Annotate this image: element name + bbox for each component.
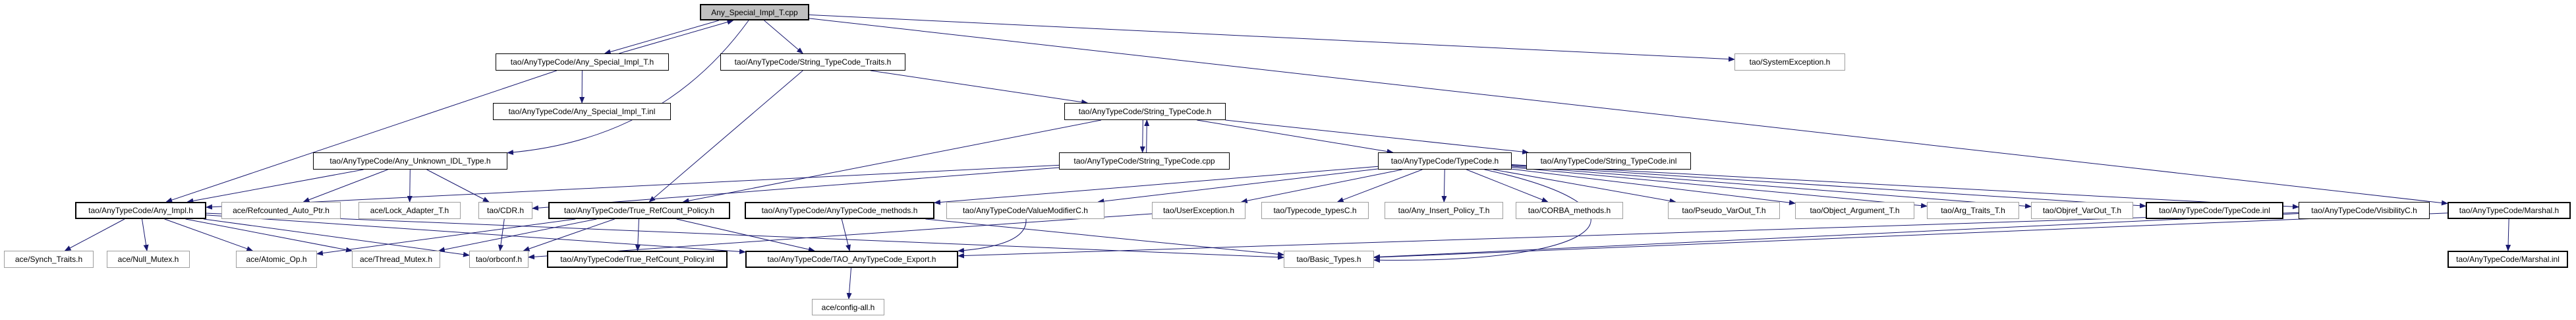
edge-tc_h-corba_methods [1466, 169, 1549, 203]
graph-node-methods[interactable]: tao/AnyTypeCode/AnyTypeCode_methods.h [745, 202, 934, 219]
edge-export-config_all [846, 267, 852, 300]
edge-stc_h-tc_h [1197, 119, 1394, 154]
edge-tc_h-insert_policy [1441, 169, 1447, 203]
edge-asi_h-cpp [619, 19, 734, 54]
edge-stc_h-trp_h [682, 119, 1102, 204]
edge-asi_h-any_impl [165, 70, 557, 203]
graph-node-corba_methods[interactable]: tao/CORBA_methods.h [1516, 202, 1623, 219]
graph-node-pseudo_varout[interactable]: tao/Pseudo_VarOut_T.h [1668, 202, 1780, 219]
graph-node-visibility[interactable]: tao/AnyTypeCode/VisibilityC.h [2299, 202, 2430, 219]
edge-trp_h-export [676, 218, 815, 252]
edge-stc_cpp-cdr [532, 167, 1060, 211]
graph-node-tc_types[interactable]: tao/Typecode_typesC.h [1261, 202, 1369, 219]
edge-cpp-asi_h [604, 20, 720, 55]
edge-userex-orbconf [528, 213, 1153, 260]
edge-any_impl-orbconf [203, 218, 470, 257]
edge-any_impl-synch_traits [64, 218, 125, 251]
edge-marshal_h-basic_types [1373, 212, 2448, 260]
edge-marshal_h-marshal_inl [2505, 218, 2511, 251]
edge-any_impl-export [206, 214, 746, 255]
graph-node-cdr[interactable]: tao/CDR.h [478, 202, 532, 219]
graph-node-tc_h[interactable]: tao/AnyTypeCode/TypeCode.h [1378, 152, 1512, 170]
graph-node-object_arg[interactable]: tao/Object_Argument_T.h [1795, 202, 1914, 219]
graph-node-stc_h[interactable]: tao/AnyTypeCode/String_TypeCode.h [1064, 103, 1226, 120]
graph-node-arg_traits[interactable]: tao/Arg_Traits_T.h [1927, 202, 2019, 219]
edge-traits-stc_h [870, 70, 1089, 105]
edge-any_unknown-any_impl [186, 169, 364, 204]
graph-node-export[interactable]: tao/AnyTypeCode/TAO_AnyTypeCode_Export.h [745, 251, 958, 268]
graph-node-vmc[interactable]: tao/AnyTypeCode/ValueModifierC.h [946, 202, 1104, 219]
edge-trp_h-thread_mutex [438, 218, 597, 253]
edge-tc_h-object_arg [1511, 168, 1796, 205]
graph-node-marshal_h[interactable]: tao/AnyTypeCode/Marshal.h [2447, 202, 2571, 219]
graph-node-tc_inl[interactable]: tao/AnyTypeCode/TypeCode.inl [2146, 202, 2283, 219]
edge-cdr-orbconf [498, 218, 505, 251]
edge-any_impl-basic_types [206, 212, 1284, 260]
graph-node-asi_inl[interactable]: tao/AnyTypeCode/Any_Special_Impl_T.inl [493, 103, 671, 120]
graph-node-thread_mutex[interactable]: ace/Thread_Mutex.h [352, 251, 440, 268]
graph-node-sysex[interactable]: tao/SystemException.h [1734, 53, 1845, 71]
edge-tc_h-methods [934, 166, 1379, 205]
edge-tc_h-userex [1240, 169, 1402, 204]
edge-any_impl-atomic_op [164, 218, 254, 251]
edge-visibility-export [958, 212, 2299, 259]
graph-node-userex[interactable]: tao/UserException.h [1152, 202, 1245, 219]
edge-tc_h-basic_types [1373, 169, 1591, 263]
graph-node-objref_varout[interactable]: tao/Objref_VarOut_T.h [2031, 202, 2133, 219]
graph-node-lock_adapter[interactable]: ace/Lock_Adapter_T.h [358, 202, 461, 219]
edge-traits-trp_h [648, 70, 803, 203]
edge-any_impl-null_mutex [142, 218, 149, 251]
graph-node-stc_cpp[interactable]: tao/AnyTypeCode/String_TypeCode.cpp [1059, 152, 1230, 170]
edge-tc_h-pseudo_varout [1493, 169, 1676, 204]
edge-cpp-any_unknown [507, 20, 749, 155]
edge-tc_h-tc_types [1336, 169, 1423, 203]
edge-cpp-marshal_h [809, 18, 2448, 206]
edge-tc_h-visibility [1511, 164, 2299, 210]
graph-node-stc_inl[interactable]: tao/AnyTypeCode/String_TypeCode.inl [1526, 152, 1691, 170]
edge-tc_h-vmc [1097, 168, 1379, 204]
graph-node-any_unknown[interactable]: tao/AnyTypeCode/Any_Unknown_IDL_Type.h [313, 152, 507, 170]
graph-node-atomic_op[interactable]: ace/Atomic_Op.h [236, 251, 317, 268]
graph-node-trp_inl[interactable]: tao/AnyTypeCode/True_RefCount_Policy.inl [547, 251, 728, 268]
edge-cpp-sysex [809, 14, 1735, 62]
edge-trp_h-atomic_op [316, 218, 576, 256]
edge-visibility-basic_types [1373, 213, 2299, 260]
edge-any_unknown-refcounted [302, 169, 388, 203]
graph-node-trp_h[interactable]: tao/AnyTypeCode/True_RefCount_Policy.h [548, 202, 730, 219]
graph-node-basic_types[interactable]: tao/Basic_Types.h [1284, 251, 1374, 268]
graph-node-asi_h[interactable]: tao/AnyTypeCode/Any_Special_Impl_T.h [496, 53, 669, 71]
edge-stc_cpp-any_impl [206, 164, 1060, 210]
graph-node-any_impl[interactable]: tao/AnyTypeCode/Any_Impl.h [75, 202, 206, 219]
edge-tc_h-objref_varout [1511, 166, 2032, 209]
edge-tc_h-tc_inl [1511, 165, 2146, 208]
graph-node-marshal_inl[interactable]: tao/AnyTypeCode/Marshal.inl [2447, 251, 2568, 268]
edge-any_unknown-lock_adapter [407, 169, 413, 203]
edge-trp_h-trp_inl [635, 218, 641, 251]
graph-node-traits[interactable]: tao/AnyTypeCode/String_TypeCode_Traits.h [720, 53, 905, 71]
edge-vmc-export [958, 218, 1027, 253]
edge-trp_h-orbconf [523, 218, 615, 251]
graph-node-cpp: Any_Special_Impl_T.cpp [700, 4, 809, 20]
edge-any_unknown-cdr [426, 169, 490, 203]
graph-node-config_all[interactable]: ace/config-all.h [812, 299, 884, 315]
graph-node-refcounted[interactable]: ace/Refcounted_Auto_Ptr.h [221, 202, 341, 219]
edge-methods-basic_types [925, 218, 1284, 257]
graph-node-synch_traits[interactable]: ace/Synch_Traits.h [4, 251, 94, 268]
edge-cpp-traits [764, 20, 804, 54]
graph-node-orbconf[interactable]: tao/orbconf.h [469, 251, 529, 268]
edge-tc_h-arg_traits [1511, 167, 1928, 208]
graph-node-null_mutex[interactable]: ace/Null_Mutex.h [107, 251, 190, 268]
edge-any_impl-thread_mutex [185, 218, 353, 253]
graph-node-insert_policy[interactable]: tao/Any_Insert_Policy_T.h [1385, 202, 1503, 219]
edge-stc_h-stc_inl [1225, 119, 1530, 155]
